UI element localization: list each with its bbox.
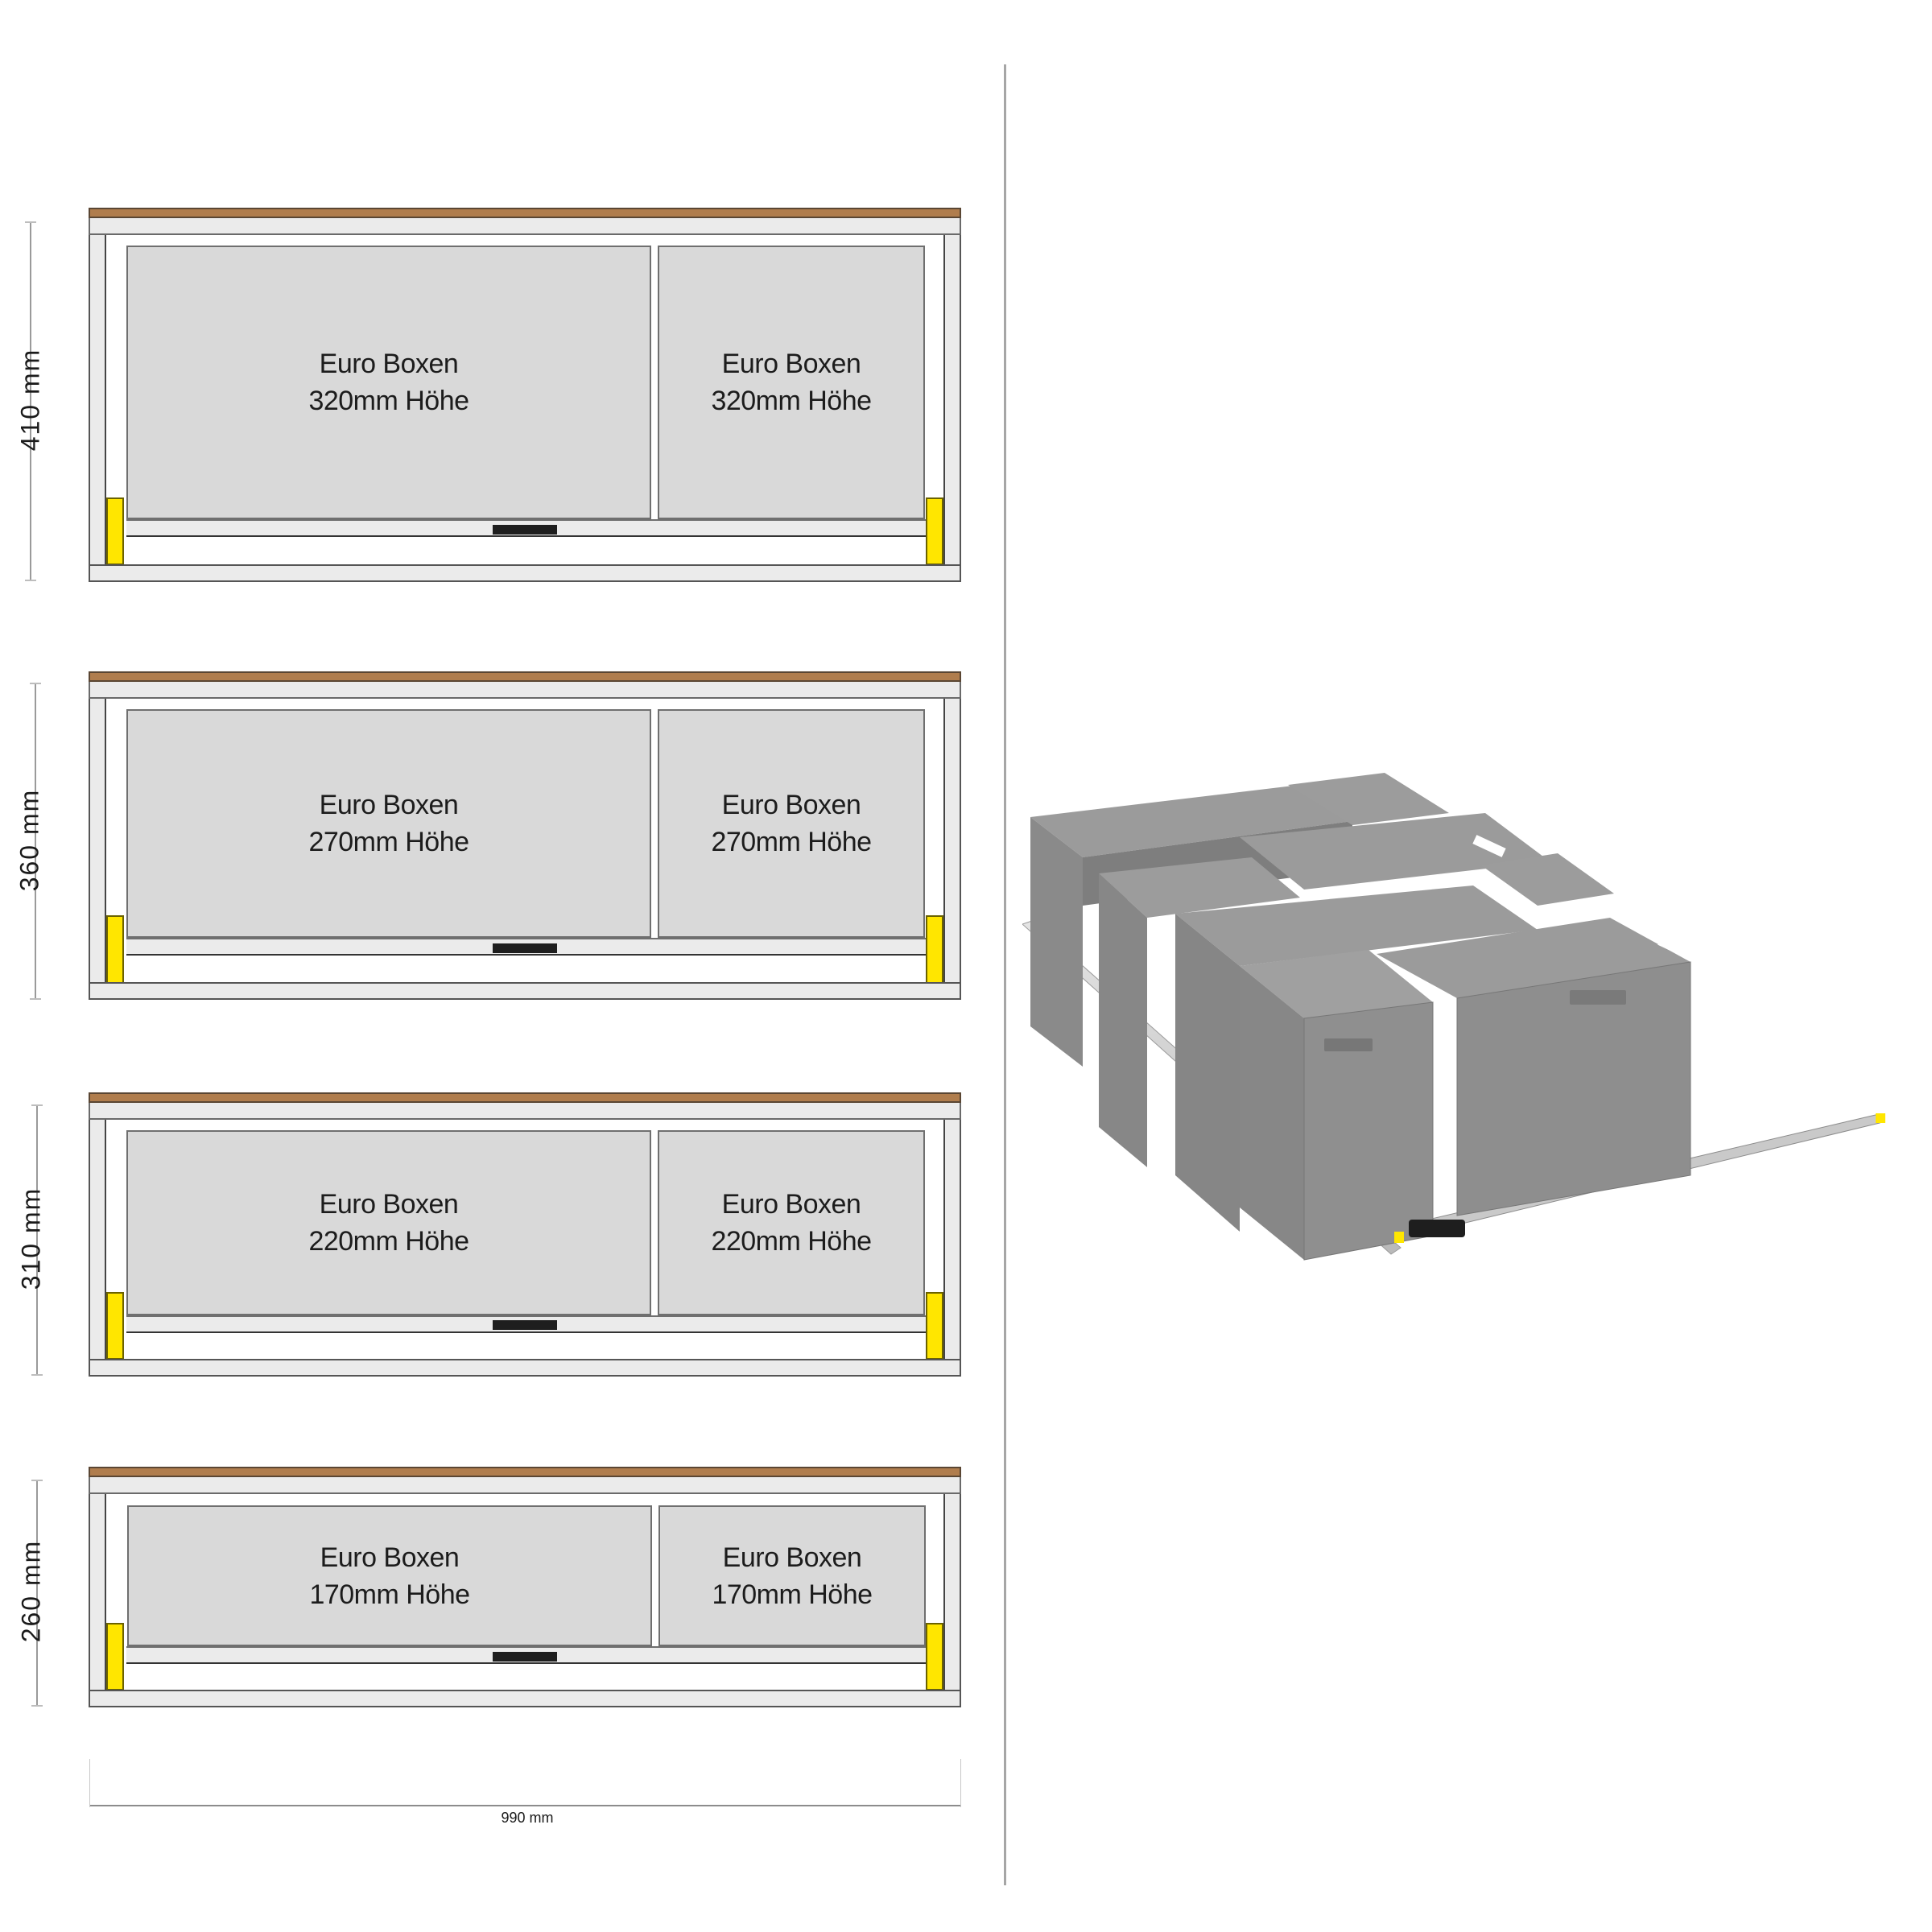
drawer-handle [493,1652,557,1662]
height-dimension-label-2: 360 mm [14,788,44,892]
box-height-label: 270mm Höhe [308,827,469,857]
frame-side-left [89,1494,106,1690]
frame-side-left [89,235,106,565]
stop-block-right [926,1623,943,1690]
frame-bottom [89,1359,961,1377]
box-height-label: 320mm Höhe [711,386,872,416]
width-dimension-line [90,1805,960,1806]
box-height-label: 220mm Höhe [711,1226,872,1257]
drawer-product-render [1022,749,1885,1261]
frame-side-right [943,235,961,565]
drawer-section-410: Euro Boxen 320mm Höhe Euro Boxen 320mm H… [89,208,961,582]
box-label: Euro Boxen [722,1542,862,1573]
box-label: Euro Boxen [319,1189,459,1220]
stop-block-right [926,915,943,984]
drawer-section-310: Euro Boxen 220mm Höhe Euro Boxen 220mm H… [89,1092,961,1377]
box-label: Euro Boxen [320,1542,460,1573]
frame-side-right [943,699,961,984]
height-dimension-label-4: 260 mm [16,1539,46,1643]
euro-box-large: Euro Boxen 170mm Höhe [127,1505,652,1646]
frame-side-right [943,1494,961,1690]
frame-bottom [89,564,961,582]
frame-top [89,1103,961,1120]
stop-block-left [106,1623,124,1690]
euro-box-large: Euro Boxen 270mm Höhe [126,709,651,938]
drawer-handle [493,1320,557,1330]
crate-front-right [1377,918,1690,998]
crate-front-left [1240,950,1433,1018]
drawer-handle [493,943,557,953]
stop-block-left [106,915,124,984]
euro-box-large: Euro Boxen 220mm Höhe [126,1130,651,1315]
frame-top [89,218,961,235]
box-label: Euro Boxen [721,349,861,379]
height-dimension-line-3 [31,1104,43,1376]
stop-block-left [106,1292,124,1360]
box-label: Euro Boxen [721,790,861,820]
euro-box-large: Euro Boxen 320mm Höhe [126,246,651,519]
euro-box-small: Euro Boxen 170mm Höhe [658,1505,926,1646]
stop-clip-right [1876,1113,1885,1123]
stop-block-right [926,1292,943,1360]
euro-box-small: Euro Boxen 220mm Höhe [658,1130,925,1315]
drawer-handle [493,525,557,535]
stop-clip-left [1394,1232,1404,1243]
wood-top-panel [89,208,961,218]
wood-top-panel [89,671,961,682]
width-dimension-tick-left [89,1759,90,1807]
width-dimension-label: 990 mm [501,1810,554,1826]
box-height-label: 320mm Höhe [308,386,469,416]
euro-box-small: Euro Boxen 270mm Höhe [658,709,925,938]
panel-divider [1004,64,1006,1885]
frame-side-left [89,1120,106,1359]
wood-top-panel [89,1092,961,1103]
euro-box-small: Euro Boxen 320mm Höhe [658,246,925,519]
drawer-section-360: Euro Boxen 270mm Höhe Euro Boxen 270mm H… [89,671,961,1001]
frame-bottom [89,1690,961,1707]
box-height-label: 270mm Höhe [711,827,872,857]
stop-block-left [106,497,124,565]
drawer-section-260: Euro Boxen 170mm Höhe Euro Boxen 170mm H… [89,1467,961,1708]
box-height-label: 170mm Höhe [309,1579,470,1610]
box-height-label: 220mm Höhe [308,1226,469,1257]
box-label: Euro Boxen [721,1189,861,1220]
frame-top [89,1477,961,1494]
height-dimension-line-1 [25,221,36,581]
frame-side-right [943,1120,961,1359]
box-height-label: 170mm Höhe [712,1579,873,1610]
wood-top-panel [89,1467,961,1477]
height-dimension-label-3: 310 mm [16,1187,46,1290]
frame-side-left [89,699,106,984]
box-label: Euro Boxen [319,349,459,379]
drawer-pull-handle [1409,1220,1465,1237]
height-dimension-line-2 [30,683,41,1000]
frame-bottom [89,982,961,1000]
frame-top [89,682,961,699]
width-dimension-tick-right [960,1759,961,1807]
height-dimension-line-4 [31,1480,43,1707]
stop-block-right [926,497,943,565]
height-dimension-label-1: 410 mm [15,348,45,452]
box-label: Euro Boxen [319,790,459,820]
